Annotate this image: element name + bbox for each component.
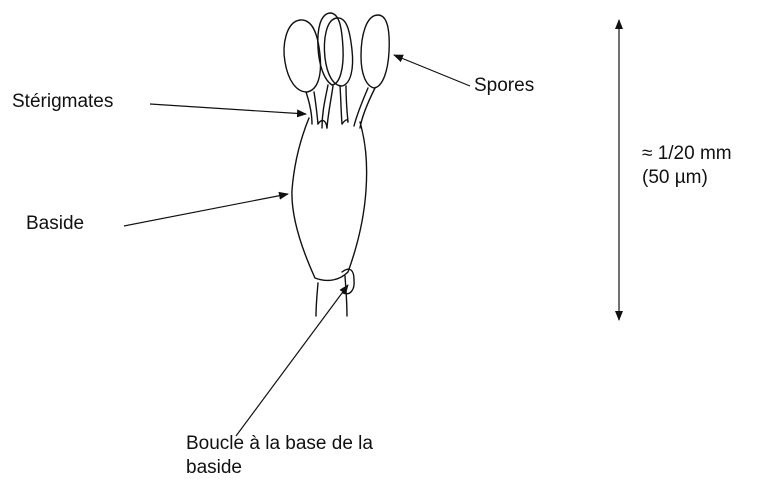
label-boucle-line2: baside <box>186 456 373 480</box>
label-scale-line1: ≈ 1/20 mm <box>642 142 732 166</box>
spores-pointer <box>394 55 470 86</box>
sterigma-2b <box>327 86 333 128</box>
spore-back <box>318 13 343 85</box>
baside-pointer <box>124 194 288 226</box>
label-scale: ≈ 1/20 mm (50 µm) <box>642 142 732 190</box>
label-baside: Baside <box>26 212 84 236</box>
spore-right <box>361 15 389 88</box>
boucle-pointer <box>236 285 348 436</box>
hypha-left <box>316 283 318 316</box>
basidium-body <box>292 118 367 280</box>
label-scale-line2: (50 µm) <box>642 166 732 190</box>
sterigma-3b <box>346 86 348 122</box>
label-boucle: Boucle à la base de la baside <box>186 432 373 480</box>
label-sterigmates: Stérigmates <box>12 90 113 114</box>
label-boucle-line1: Boucle à la base de la <box>186 432 373 456</box>
sterigma-1b <box>314 92 318 124</box>
spore-middle <box>324 18 352 86</box>
sterigma-3 <box>340 86 342 124</box>
sterigma-4b <box>360 88 375 128</box>
sterigmates-pointer <box>150 104 306 114</box>
label-spores: Spores <box>474 74 534 98</box>
hypha-right <box>345 276 347 316</box>
spore-left <box>284 20 320 92</box>
